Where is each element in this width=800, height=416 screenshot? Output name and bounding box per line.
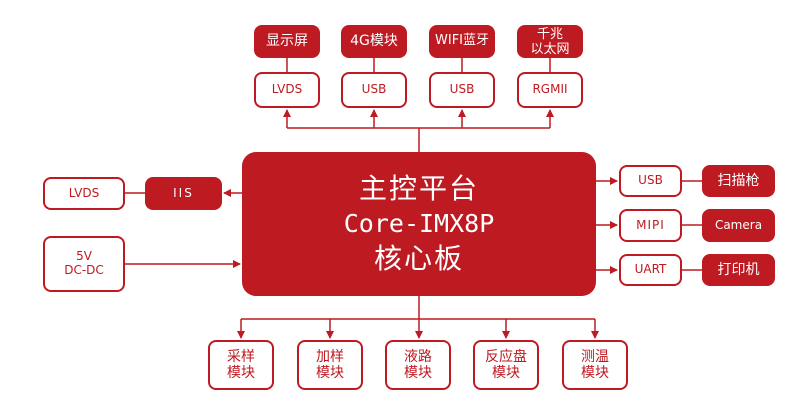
- right-interface-uart: UART: [619, 254, 682, 286]
- right-device-camera: Camera: [702, 209, 775, 242]
- right-device-printer: 打印机: [702, 254, 775, 286]
- left-device-power: 5V DC-DC: [43, 236, 125, 292]
- bottom-module-fluidics: 液路 模块: [385, 340, 451, 390]
- right-interface-usb: USB: [619, 165, 682, 197]
- bottom-module-sampling: 采样 模块: [208, 340, 274, 390]
- bottom-module-reaction-disk: 反应盘 模块: [473, 340, 539, 390]
- core-model: Core-IMX8P: [343, 209, 495, 238]
- core-board: 主控平台 Core-IMX8P 核心板: [242, 152, 596, 296]
- bottom-module-dispensing: 加样 模块: [297, 340, 363, 390]
- core-title: 主控平台: [358, 172, 479, 205]
- top-device-display: 显示屏: [254, 25, 320, 58]
- right-device-scanner: 扫描枪: [702, 165, 775, 197]
- top-device-wifi: WIFI蓝牙: [429, 25, 495, 58]
- top-interface-usb-4g: USB: [341, 72, 407, 108]
- top-interface-usb-wifi: USB: [429, 72, 495, 108]
- top-device-4g: 4G模块: [341, 25, 407, 58]
- right-interface-mipi: MIPI: [619, 209, 682, 242]
- left-device-lvds: LVDS: [43, 177, 125, 210]
- core-subtitle: 核心板: [373, 242, 464, 275]
- bottom-module-temperature: 测温 模块: [562, 340, 628, 390]
- top-device-ethernet: 千兆 以太网: [517, 25, 583, 58]
- left-interface-iis: IIS: [145, 177, 222, 210]
- top-interface-lvds: LVDS: [254, 72, 320, 108]
- top-interface-rgmii: RGMII: [517, 72, 583, 108]
